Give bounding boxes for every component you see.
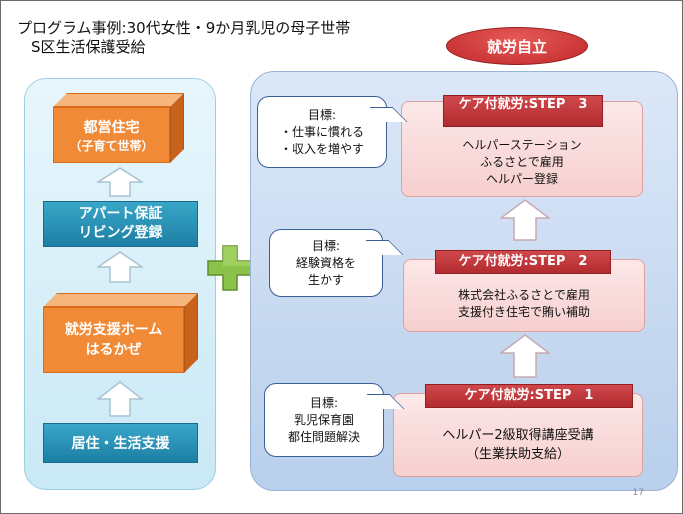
apartment-guarantee-box: アパート保証 リビング登録 [43,201,198,247]
public-housing-sublabel: （子育て世帯） [69,138,154,153]
employment-independence-goal: 就労自立 [446,27,588,65]
public-housing-label: 都営住宅 [83,119,140,136]
title-line-2: S区生活保護受給 [31,38,146,56]
step-3-label-text: ケア付就労:STEP 3 [458,97,588,112]
step-3-goal-line-2: ・収入を増やす [279,141,364,156]
step-1-goal-callout: 目標: 乳児保育園 都住問題解決 [264,383,405,457]
up-arrow-icon [97,167,143,197]
step-2-desc-line-2: 支援付き住宅で賄い補助 [457,305,590,319]
step-2-label-text: ケア付就労:STEP 2 [458,254,588,269]
step-1-goal-heading: 目標: [309,395,339,410]
slide-title: プログラム事例:30代女性・9か月乳児の母子世帯 S区生活保護受給 [17,19,350,57]
step-3-goal-heading: 目標: [307,107,337,122]
step-3-goal-line-1: ・仕事に慣れる [279,124,364,139]
up-arrow-icon [97,251,143,283]
step-2-goal-line-1: 経験資格を [295,255,356,270]
step-3-desc-line-3: ヘルパー登録 [485,172,558,186]
page-number: 17 [632,488,644,498]
up-arrow-icon [500,199,550,241]
step-2-goal-callout: 目標: 経験資格を 生かす [269,229,404,297]
step-1-goal-line-2: 都住問題解決 [287,429,360,444]
box-front-face: 都営住宅 （子育て世帯） [53,107,170,163]
step-3-goal-callout: 目標: ・仕事に慣れる ・収入を増やす [257,96,408,168]
up-arrow-icon [500,334,550,378]
step-2-goal-line-2: 生かす [307,272,344,287]
step-3-desc-line-2: ふるさとで雇用 [480,155,564,169]
box-top-face [53,93,184,107]
step-3-desc-line-1: ヘルパーステーション [462,138,582,152]
step-1-desc-line-2: （生業扶助支給） [465,447,570,462]
plus-icon [207,245,253,291]
box-front-face: 就労支援ホーム はるかぜ [43,307,184,373]
living-support-box: 居住・生活支援 [43,423,198,463]
apartment-guarantee-label: アパート保証 [78,206,163,222]
step-1-label: ケア付就労:STEP 1 [425,384,633,408]
step-1-goal-line-1: 乳児保育園 [293,412,354,427]
up-arrow-icon [97,381,143,417]
step-2-label: ケア付就労:STEP 2 [435,250,611,274]
step-2-desc-line-1: 株式会社ふるさとで雇用 [458,288,590,302]
step-2-goal-heading: 目標: [311,238,341,253]
box-side-face [184,293,198,373]
employment-support-home-label: 就労支援ホーム [64,322,163,338]
living-registration-label: リビング登録 [78,225,163,241]
step-1-label-text: ケア付就労:STEP 1 [464,388,594,403]
title-line-1: プログラム事例:30代女性・9か月乳児の母子世帯 [17,19,351,37]
public-housing-box: 都営住宅 （子育て世帯） [53,93,184,163]
harukaze-label: はるかぜ [85,342,142,358]
living-support-label: 居住・生活支援 [71,436,170,452]
step-3-label: ケア付就労:STEP 3 [443,95,603,127]
employment-support-home-box: 就労支援ホーム はるかぜ [43,293,198,373]
step-1-desc-line-1: ヘルパー2級取得講座受講 [442,428,594,443]
box-top-face [43,293,198,307]
